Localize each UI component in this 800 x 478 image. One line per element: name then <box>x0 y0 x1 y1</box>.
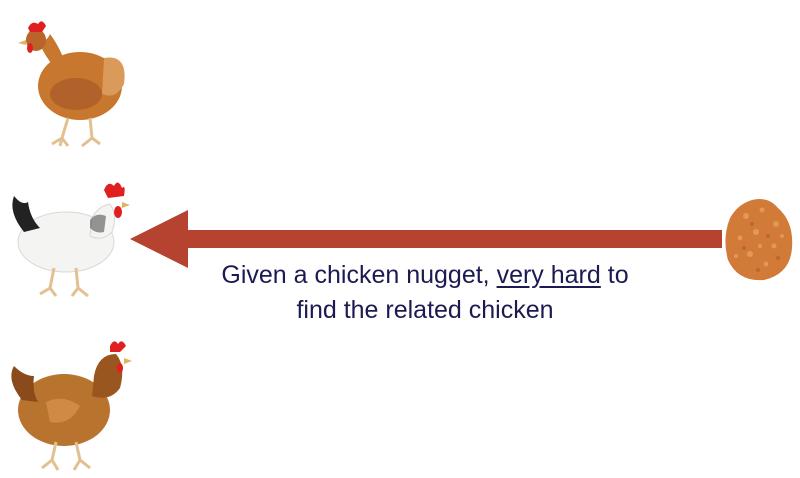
caption: Given a chicken nugget, very hard to fin… <box>170 258 680 328</box>
hen-white-icon <box>12 182 130 298</box>
caption-line-1-end: to <box>600 261 629 289</box>
arrow-left-icon <box>130 210 722 268</box>
caption-emphasis: very hard <box>496 261 601 289</box>
hen-orange-icon <box>18 21 125 148</box>
caption-line-1: Given a chicken nugget, very hard to <box>170 258 680 293</box>
chicken-nugget-icon <box>725 199 793 281</box>
hen-brown-icon <box>11 341 132 471</box>
caption-line-1-start: Given a chicken nugget, <box>221 261 497 289</box>
caption-line-2: find the related chicken <box>296 296 554 324</box>
